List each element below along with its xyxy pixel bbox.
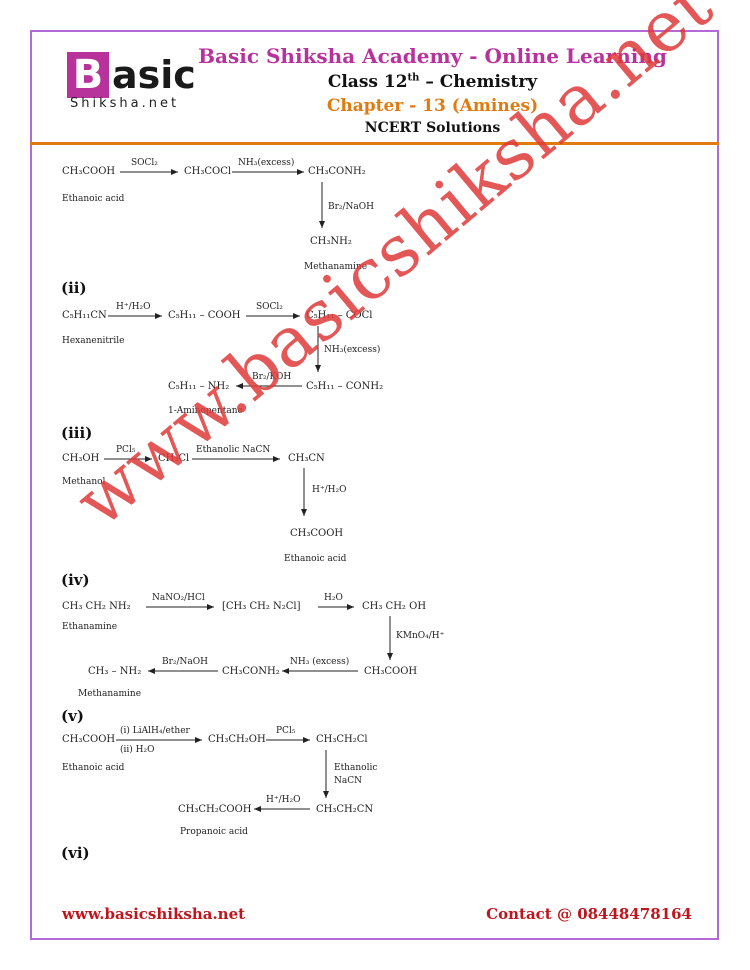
r-ii-s5: C₅H₁₁ – NH₂ (168, 381, 229, 392)
r-iv-r4: NH₃ (excess) (290, 656, 349, 667)
reaction-v: CH₃COOH (i) LiAlH₄/ether (ii) H₂O CH₃CH₂… (62, 725, 377, 837)
r-ii-r3: NH₃(excess) (324, 344, 380, 355)
footer-contact-label: Contact @ (486, 905, 572, 923)
r-v-name1: Ethanoic acid (62, 763, 125, 773)
r-iv-r3: KMnO₄/H⁺ (396, 631, 445, 641)
r-iii-name1: Methanol (62, 477, 106, 487)
r-iv-s1: CH₃ CH₂ NH₂ (62, 601, 131, 612)
r-iv-s5: CH₃CONH₂ (222, 666, 280, 677)
r-i-name2: Methanamine (304, 262, 367, 272)
r-v-r4: H⁺/H₂O (266, 795, 300, 805)
label-vi: (vi) (61, 844, 90, 862)
r-iv-r1: NaNO₂/HCl (152, 593, 205, 603)
r-v-r1a: (i) LiAlH₄/ether (120, 725, 191, 736)
r-ii-r2: SOCl₂ (256, 302, 283, 312)
r-v-s2: CH₃CH₂OH (208, 734, 266, 745)
header-section: NCERT Solutions (364, 120, 501, 136)
footer-contact: Contact @ 08448478164 (486, 905, 692, 923)
logo-text: asic (112, 53, 196, 97)
logo-subtitle: Shiksha.net (70, 96, 180, 111)
r-iv-r5: Br₂/NaOH (162, 657, 208, 667)
r-iii-s3: CH₃CN (288, 453, 325, 464)
r-i-r3: Br₂/NaOH (328, 202, 374, 212)
footer-website[interactable]: www.basicshiksha.net (62, 905, 246, 923)
r-v-name2: Propanoic acid (180, 827, 248, 837)
r-iii-r2: Ethanolic NaCN (196, 445, 270, 455)
r-iii-s2: CH₃Cl (158, 453, 189, 464)
header-class: Class 12th – Chemistry (327, 72, 538, 92)
r-iv-r2: H₂O (324, 593, 343, 603)
reaction-ii: C₅H₁₁CN H⁺/H₂O C₅H₁₁ – COOH SOCl₂ C₅H₁₁ … (62, 302, 383, 416)
r-ii-r4: Br₂/KOH (252, 372, 291, 382)
label-iii: (iii) (61, 424, 93, 442)
footer-phone[interactable]: 08448478164 (577, 905, 692, 923)
r-ii-s2: C₅H₁₁ – COOH (168, 310, 241, 321)
r-i-name1: Ethanoic acid (62, 194, 125, 204)
r-i-r2: NH₃(excess) (238, 157, 294, 168)
r-v-s4: CH₃CH₂CN (316, 804, 373, 815)
r-ii-r1: H⁺/H₂O (116, 302, 150, 312)
r-iii-s1: CH₃OH (62, 453, 100, 464)
r-v-r3b: NaCN (334, 776, 362, 786)
r-i-r1: SOCl₂ (131, 158, 158, 168)
reaction-iv: CH₃ CH₂ NH₂ NaNO₂/HCl [CH₃ CH₂ N₂Cl] H₂O… (62, 593, 445, 699)
r-v-s3: CH₃CH₂Cl (316, 734, 368, 745)
r-ii-name1: Hexanenitrile (62, 336, 124, 346)
r-iv-s4: CH₃COOH (364, 666, 417, 677)
logo-letter: B (67, 52, 109, 98)
r-ii-s3: C₅H₁₁ – COCl (306, 310, 372, 321)
header-rule (30, 142, 719, 145)
r-iv-s6: CH₃ – NH₂ (88, 666, 141, 677)
header-title: Basic Shiksha Academy - Online Learning (198, 44, 667, 68)
r-ii-s1: C₅H₁₁CN (62, 310, 107, 321)
r-iii-r1: PCl₅ (116, 445, 136, 455)
r-i-s2: CH₃COCl (184, 166, 231, 177)
label-ii: (ii) (61, 279, 87, 297)
reaction-i: CH₃COOH SOCl₂ CH₃COCl NH₃(excess) CH₃CON… (62, 157, 374, 272)
r-i-s3: CH₃CONH₂ (308, 166, 366, 177)
header-chapter: Chapter - 13 (Amines) (326, 96, 539, 116)
label-iv: (iv) (61, 571, 90, 589)
reaction-iii: CH₃OH PCl₅ CH₃Cl Ethanolic NaCN CH₃CN Me… (62, 445, 347, 564)
label-v: (v) (61, 707, 84, 725)
r-iv-name1: Ethanamine (62, 622, 117, 632)
r-ii-name2: 1-Aminopentane (168, 406, 243, 416)
r-iii-name2: Ethanoic acid (284, 554, 347, 564)
r-v-r3a: Ethanolic (334, 763, 377, 773)
r-iv-s3: CH₃ CH₂ OH (362, 601, 426, 612)
r-v-s1: CH₃COOH (62, 734, 115, 745)
r-iii-s4: CH₃COOH (290, 528, 343, 539)
r-v-r1b: (ii) H₂O (120, 744, 154, 755)
r-v-s5: CH₃CH₂COOH (178, 804, 252, 815)
r-iii-r3: H⁺/H₂O (312, 485, 346, 495)
page-border (30, 30, 719, 940)
r-iv-s2: [CH₃ CH₂ N₂Cl] (222, 601, 301, 612)
r-i-s4: CH₃NH₂ (310, 236, 352, 247)
r-v-r2: PCl₅ (276, 726, 296, 736)
r-i-s1: CH₃COOH (62, 166, 115, 177)
r-iv-name2: Methanamine (78, 689, 141, 699)
r-ii-s4: C₅H₁₁ – CONH₂ (306, 381, 383, 392)
